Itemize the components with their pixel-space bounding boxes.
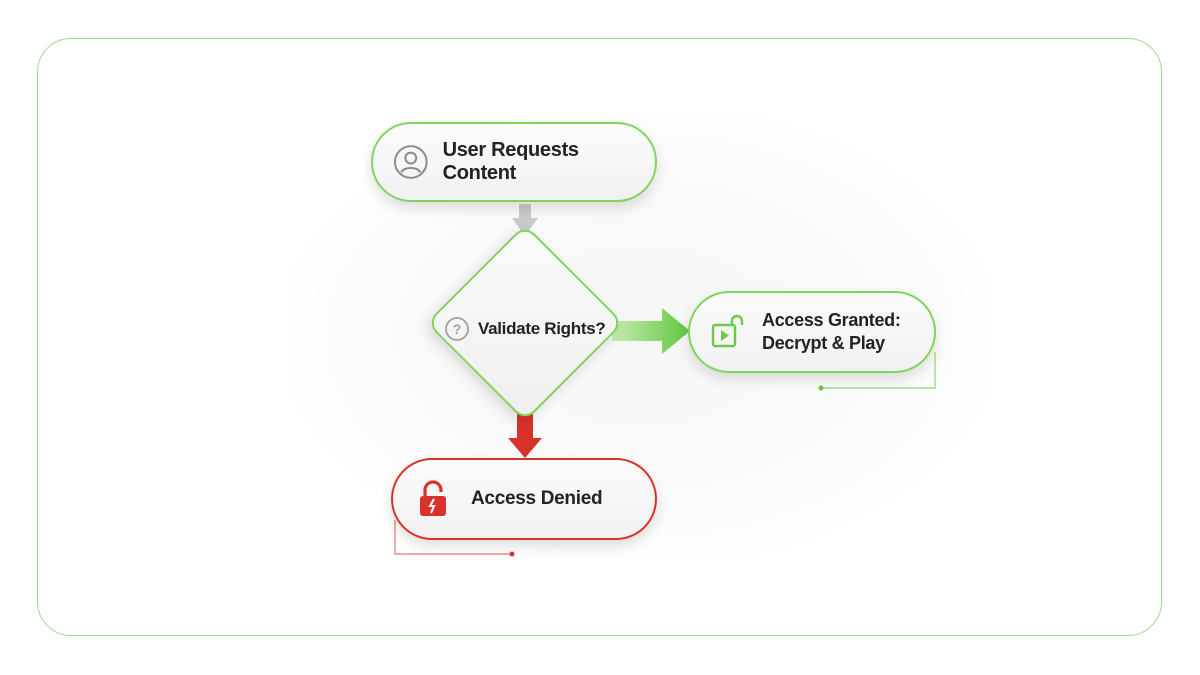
arrow-decision-to-granted [612, 308, 690, 354]
question-icon: ? [445, 317, 469, 341]
denied-node: Access Denied [391, 458, 657, 540]
granted-connector-line [821, 352, 936, 389]
user-icon [393, 145, 428, 179]
granted-label-line-2: Decrypt & Play [762, 333, 885, 353]
denied-connector-dot [509, 551, 515, 557]
start-node-label: User Requests Content [442, 139, 579, 184]
start-node: User Requests Content [371, 122, 657, 202]
granted-node-label: Access Granted: Decrypt & Play [762, 309, 901, 355]
granted-connector-dot [818, 385, 824, 391]
arrow-start-to-decision [512, 204, 538, 236]
play-unlocked-icon [711, 314, 744, 348]
svg-text:?: ? [453, 321, 462, 337]
denied-connector-line [394, 520, 512, 555]
granted-node: Access Granted: Decrypt & Play [688, 291, 936, 373]
decision-content: ? Validate Rights? [444, 312, 614, 346]
decision-node-label: Validate Rights? [478, 319, 606, 338]
granted-label-line-1: Access Granted: [762, 310, 901, 330]
denied-node-label: Access Denied [471, 488, 603, 509]
broken-lock-icon [420, 480, 446, 516]
arrow-decision-to-denied [508, 414, 542, 458]
